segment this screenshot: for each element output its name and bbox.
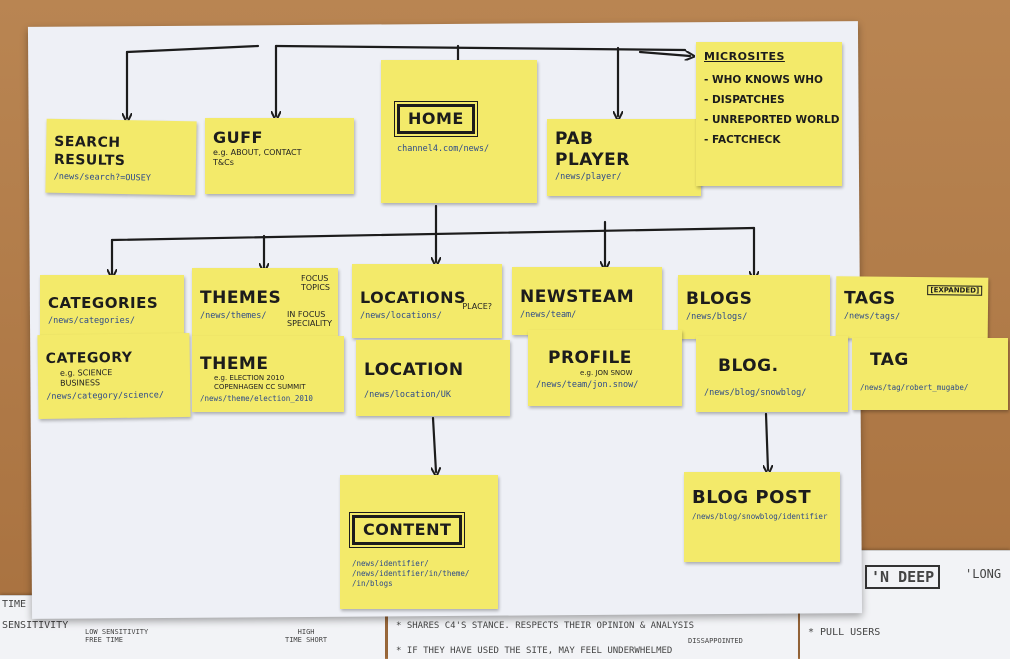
note-blog[interactable]: BLOG. /news/blog/snowblog/: [696, 336, 848, 412]
bottom-text: LOW SENSITIVITY FREE TIME: [85, 628, 148, 644]
bottom-text: * IF THEY HAVE USED THE SITE, MAY FEEL U…: [396, 646, 672, 656]
bottom-text: 'LONG: [965, 567, 1001, 581]
note-title: CONTENT: [352, 515, 490, 545]
note-title: NEWSTEAM: [520, 287, 654, 307]
note-title: SEARCH RESULTS: [54, 133, 189, 171]
note-aside: FOCUS TOPICS: [301, 274, 330, 292]
note-url: /news/team/: [520, 310, 654, 321]
note-newsteam[interactable]: NEWSTEAM /news/team/: [512, 267, 662, 335]
note-categories[interactable]: CATEGORIES /news/categories/: [40, 275, 184, 337]
note-title: CATEGORY: [46, 347, 182, 369]
note-title: MICROSITES: [704, 50, 834, 64]
note-hint: e.g. JON SNOW: [536, 368, 674, 378]
note-title: HOME: [397, 104, 529, 134]
note-title: THEME: [200, 354, 336, 374]
note-title: PROFILE: [536, 348, 674, 368]
note-url: /news/identifier/ /news/identifier/in/th…: [352, 559, 490, 589]
note-content[interactable]: CONTENT /news/identifier/ /news/identifi…: [340, 475, 498, 609]
note-themes[interactable]: THEMES /news/themes/ FOCUS TOPICS IN FOC…: [192, 268, 338, 336]
note-title: TAG: [860, 350, 1000, 370]
bottom-text: 'N DEEP: [865, 565, 940, 589]
bottom-text: TIME: [2, 599, 26, 610]
note-title: BLOG.: [704, 356, 840, 376]
note-tag[interactable]: TAG /news/tag/robert_mugabe/: [852, 338, 1008, 410]
note-url: /news/category/science/: [46, 390, 182, 403]
note-locations[interactable]: LOCATIONS /news/locations/ PLACE?: [352, 264, 502, 338]
bottom-text: HIGH TIME SHORT: [285, 628, 327, 644]
bottom-text: DISSAPPOINTED: [688, 637, 743, 645]
note-theme[interactable]: THEME e.g. ELECTION 2010 COPENHAGEN CC S…: [192, 336, 344, 412]
note-url: channel4.com/news/: [397, 144, 529, 155]
note-hint: e.g. ELECTION 2010 COPENHAGEN CC SUMMIT: [200, 374, 336, 392]
microsites-list: - WHO KNOWS WHO - DISPATCHES - UNREPORTE…: [704, 70, 834, 150]
note-blogs[interactable]: BLOGS /news/blogs/: [678, 275, 830, 339]
note-url: /news/blog/snowblog/identifier: [692, 511, 832, 522]
note-location[interactable]: LOCATION /news/location/UK: [356, 340, 510, 416]
note-url: /news/player/: [555, 172, 693, 183]
bottom-text: SENSITIVITY: [2, 620, 68, 631]
note-url: /news/categories/: [48, 316, 176, 327]
note-title: BLOGS: [686, 289, 822, 309]
note-url: /news/locations/: [360, 311, 494, 322]
note-url: /news/tags/: [844, 311, 980, 323]
note-url: /news/blog/snowblog/: [704, 388, 840, 399]
note-title: BLOG POST: [692, 488, 832, 508]
note-home[interactable]: HOME channel4.com/news/: [381, 60, 537, 203]
note-url: /news/theme/election_2010: [200, 393, 336, 404]
home-box: HOME: [397, 104, 475, 134]
note-blog-post[interactable]: BLOG POST /news/blog/snowblog/identifier: [684, 472, 840, 562]
note-tags[interactable]: TAGS /news/tags/ [EXPANDED]: [836, 276, 989, 340]
note-url: /news/team/jon.snow/: [536, 380, 674, 391]
microsite-item: - WHO KNOWS WHO: [704, 70, 834, 90]
note-url: /news/blogs/: [686, 312, 822, 323]
note-url: /news/tag/robert_mugabe/: [860, 382, 1000, 393]
microsite-item: - FACTCHECK: [704, 130, 834, 150]
bottom-text: * SHARES C4'S STANCE. RESPECTS THEIR OPI…: [396, 621, 694, 631]
note-guff[interactable]: GUFF e.g. ABOUT, CONTACT T&Cs: [205, 118, 354, 194]
content-box: CONTENT: [352, 515, 462, 545]
note-category[interactable]: CATEGORY e.g. SCIENCE BUSINESS /news/cat…: [37, 333, 190, 419]
note-microsites[interactable]: MICROSITES - WHO KNOWS WHO - DISPATCHES …: [696, 42, 842, 186]
microsite-item: - UNREPORTED WORLD: [704, 110, 834, 130]
bottom-text: * PULL USERS: [808, 627, 880, 638]
note-aside: IN FOCUS SPECIALITY: [287, 310, 332, 328]
note-aside: PLACE?: [462, 302, 492, 311]
note-search-results[interactable]: SEARCH RESULTS /news/search?=OUSEY: [45, 119, 196, 196]
note-title: LOCATION: [364, 360, 502, 380]
note-title: GUFF: [213, 128, 346, 148]
expanded-badge: [EXPANDED]: [927, 285, 982, 296]
microsite-item: - DISPATCHES: [704, 90, 834, 110]
note-url: /news/location/UK: [364, 390, 502, 401]
note-url: /news/search?=OUSEY: [54, 172, 188, 185]
note-title: PAB PLAYER: [555, 129, 693, 171]
note-pab-player[interactable]: PAB PLAYER /news/player/: [547, 119, 701, 196]
note-title: CATEGORIES: [48, 293, 176, 313]
note-profile[interactable]: PROFILE e.g. JON SNOW /news/team/jon.sno…: [528, 330, 682, 406]
note-hint: e.g. SCIENCE BUSINESS: [46, 367, 182, 389]
bottom-sheet-middle: * SHARES C4'S STANCE. RESPECTS THEIR OPI…: [388, 612, 798, 659]
note-hint: e.g. ABOUT, CONTACT T&Cs: [213, 148, 346, 168]
